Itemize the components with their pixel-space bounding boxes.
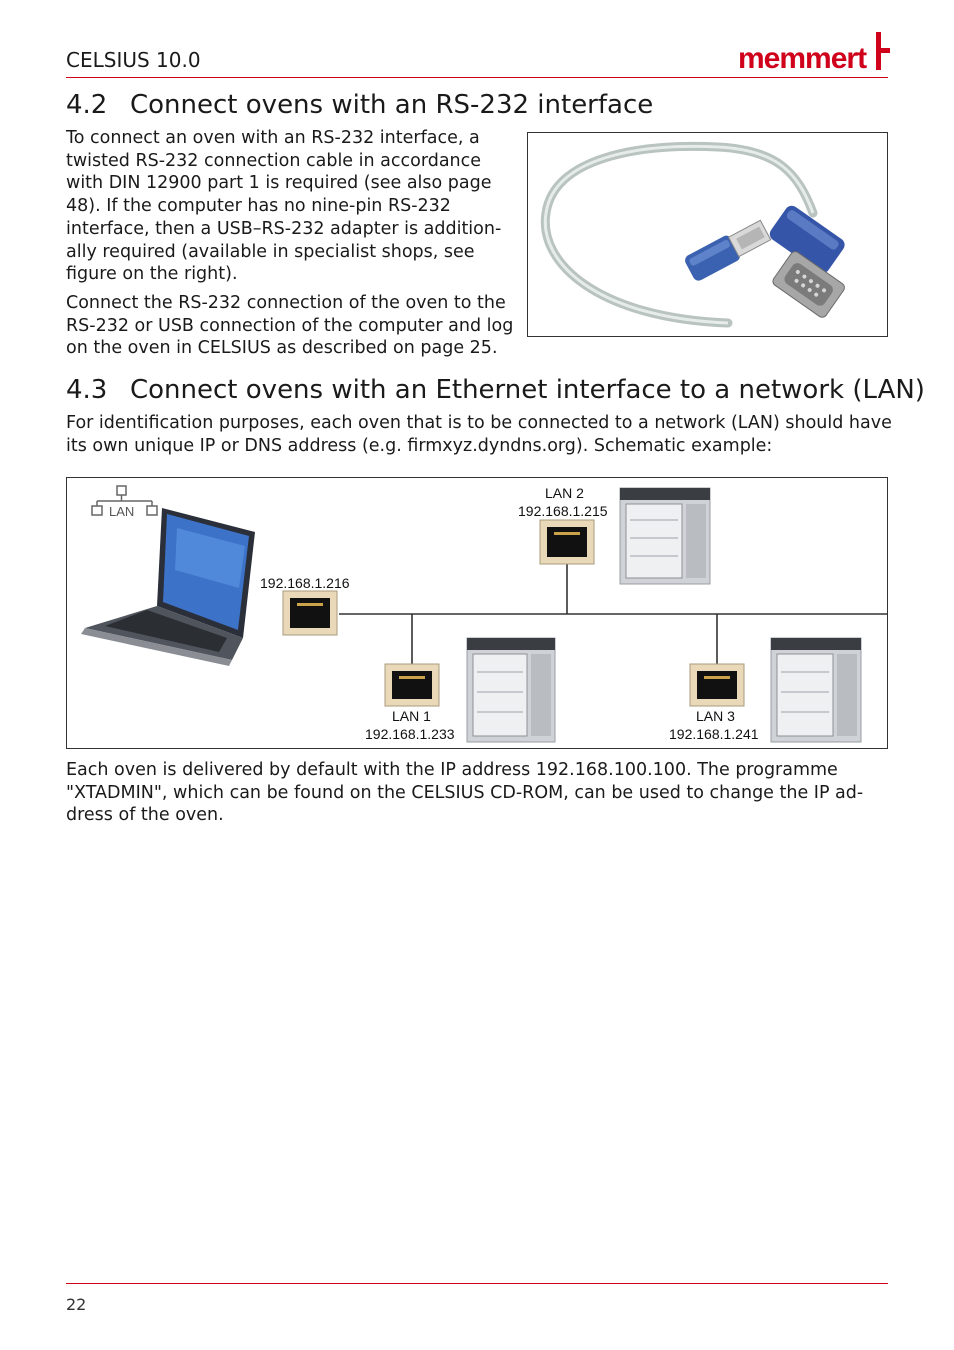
text-line: figure on the right).	[66, 264, 238, 285]
lan3-name-label: LAN 3	[696, 708, 735, 724]
text-line: Connect the RS-232 connection of the ove…	[66, 293, 506, 313]
lan-schematic-figure: LAN 192.168.1.216 LAN 2 192.168.1.215	[66, 477, 888, 749]
text-line: ally required (available in specialist s…	[66, 241, 475, 262]
lan1-ethernet-port-icon	[384, 663, 440, 707]
laptop-ip-label: 192.168.1.216	[260, 575, 350, 591]
default-ip-paragraph: Each oven is delivered by default with t…	[66, 759, 863, 827]
text-line: its own unique IP or DNS address (e.g. f…	[66, 435, 773, 456]
lan1-name-label: LAN 1	[392, 708, 431, 724]
logo-text: memmert	[738, 42, 867, 72]
lan2-ethernet-port-icon	[539, 519, 595, 565]
text-line: 48). If the computer has no nine-pin RS-…	[66, 196, 451, 217]
lan3-ip-label: 192.168.1.241	[669, 726, 759, 742]
text-line: interface, then a USB–RS-232 adapter is …	[66, 218, 502, 239]
lan1-oven-icon	[466, 637, 556, 743]
text-line: on the oven in CELSIUS as described on p…	[66, 338, 498, 359]
lan-schematic: LAN 192.168.1.216 LAN 2 192.168.1.215	[81, 485, 887, 743]
lan3-oven-icon	[770, 637, 862, 743]
laptop-ethernet-port-icon	[282, 590, 338, 636]
text-line: "XTADMIN", which can be found on the CEL…	[66, 782, 864, 803]
text-line: For identification purposes, each oven t…	[66, 413, 892, 433]
section-title: Connect ovens with an RS-232 interface	[130, 90, 654, 120]
document-title: CELSIUS 10.0	[66, 48, 201, 72]
lan-intro-paragraph: For identification purposes, each oven t…	[66, 412, 892, 457]
lan1-ip-label: 192.168.1.233	[365, 726, 455, 742]
network-wires	[339, 564, 887, 664]
lan3-ethernet-port-icon	[689, 663, 745, 707]
laptop-icon	[81, 508, 255, 666]
text-line: Each oven is delivered by default with t…	[66, 760, 838, 780]
rs232-paragraph-2: Connect the RS-232 connection of the ove…	[66, 292, 513, 360]
section-4-3-heading: 4.3 Connect ovens with an Ethernet interf…	[66, 375, 925, 405]
usb-rs232-adapter-figure	[527, 132, 888, 337]
footer-rule	[66, 1283, 888, 1284]
text-line: RS-232 or USB connection of the computer…	[66, 315, 514, 336]
text-line: with DIN 12900 part 1 is required (see a…	[66, 173, 492, 194]
lan2-ip-label: 192.168.1.215	[518, 503, 608, 519]
lan-legend-icon	[91, 485, 158, 516]
text-line: To connect an oven with an RS-232 interf…	[66, 128, 480, 148]
section-4-2-heading: 4.2 Connect ovens with an RS-232 interfac…	[66, 90, 653, 120]
rs232-paragraph-1: To connect an oven with an RS-232 interf…	[66, 127, 501, 286]
section-number: 4.3	[66, 375, 108, 405]
lan2-oven-icon	[619, 487, 711, 585]
text-line: twisted RS-232 connection cable in accor…	[66, 150, 482, 171]
section-title: Connect ovens with an Ethernet interface…	[130, 375, 925, 405]
header-rule	[66, 77, 888, 78]
lan-legend-label: LAN	[109, 504, 134, 519]
usb-rs232-cable-illustration	[540, 141, 845, 328]
section-number: 4.2	[66, 90, 108, 120]
memmert-logo: memmert	[738, 32, 890, 72]
text-line: dress of the oven.	[66, 805, 224, 826]
lan2-name-label: LAN 2	[545, 485, 584, 501]
page-number: 22	[66, 1295, 87, 1314]
